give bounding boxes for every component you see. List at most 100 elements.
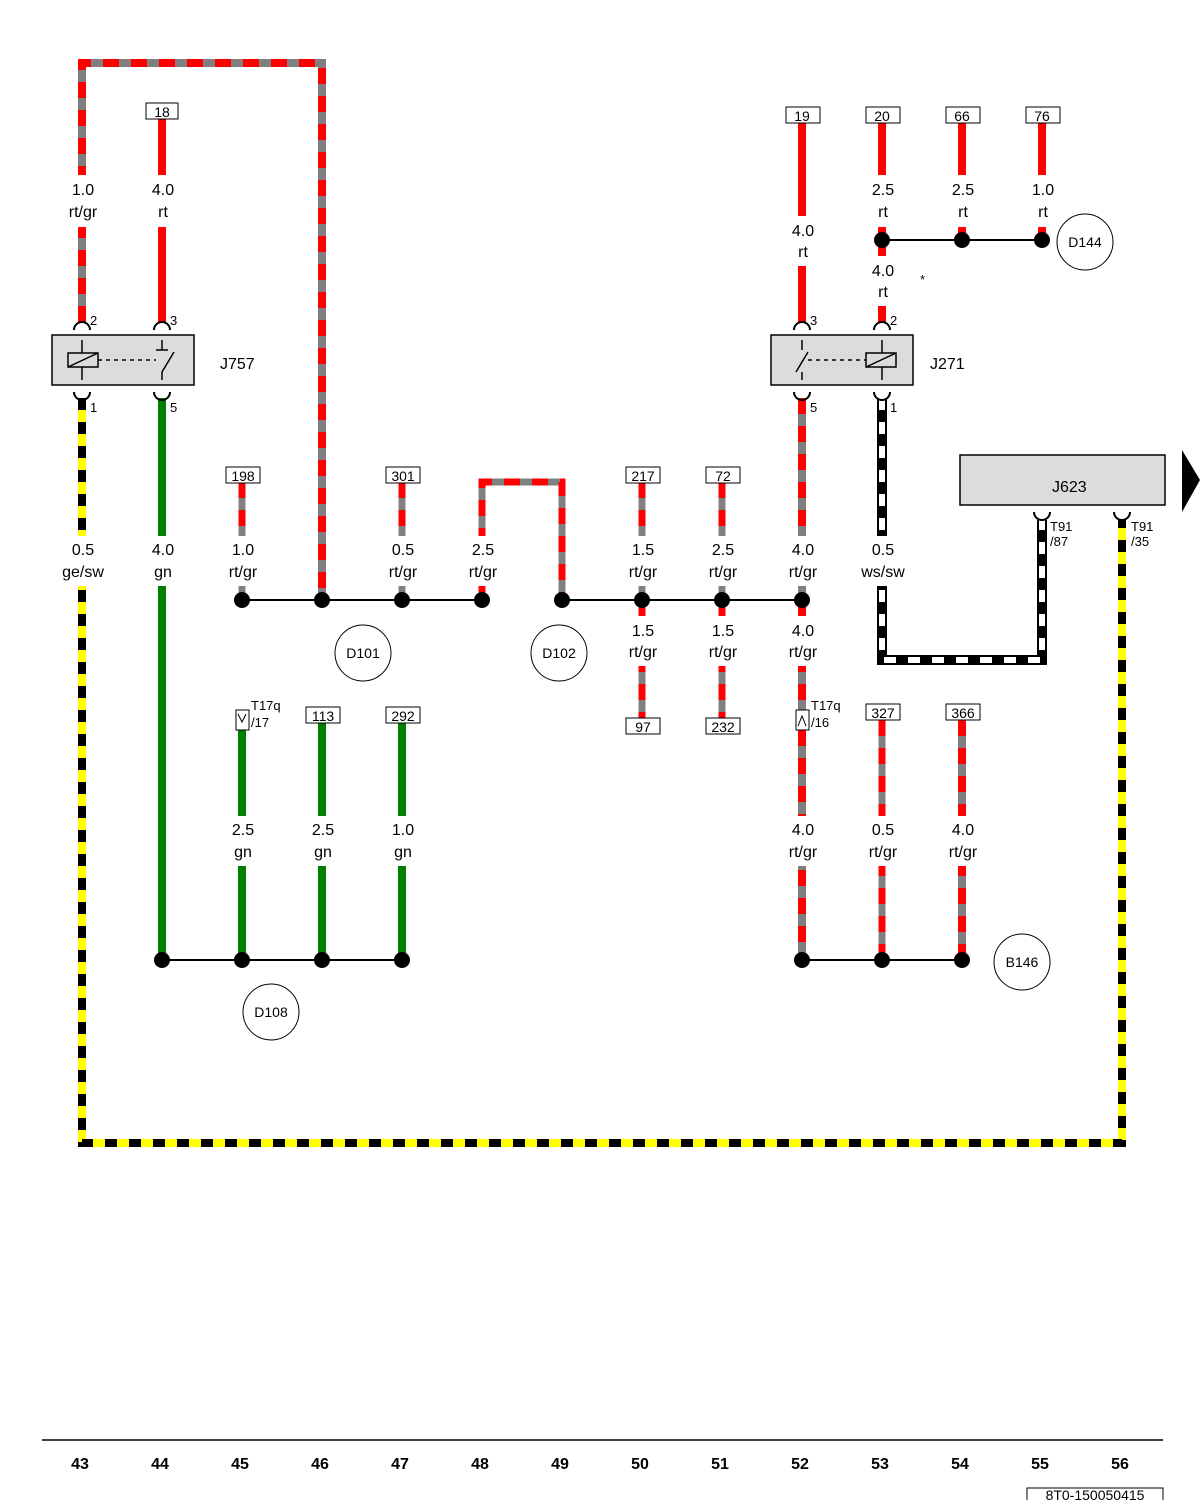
svg-text:rt/gr: rt/gr bbox=[789, 564, 818, 581]
junction-b146: B146 bbox=[993, 933, 1051, 991]
junction-d144: D144 bbox=[1056, 213, 1114, 271]
wire-labels: 1.0 rt/gr 4.0 rt 0.5 ge/sw 4.0 gn 1.0 rt/gr 0… bbox=[62, 182, 1054, 861]
column-number: 46 bbox=[311, 1456, 329, 1473]
svg-text:/17: /17 bbox=[251, 715, 269, 730]
svg-text:/16: /16 bbox=[811, 715, 829, 730]
svg-text:2.5: 2.5 bbox=[232, 822, 254, 839]
j757-label: J757 bbox=[220, 356, 255, 373]
j623-pin-b-l2: /35 bbox=[1131, 534, 1149, 549]
svg-text:1.0: 1.0 bbox=[232, 542, 254, 559]
junction-labels: D101 D102 D108 D144 B146 bbox=[242, 213, 1114, 1041]
svg-text:113: 113 bbox=[312, 708, 335, 724]
note-asterisk: * bbox=[920, 272, 925, 287]
svg-text:1.0: 1.0 bbox=[72, 182, 94, 199]
svg-text:97: 97 bbox=[635, 719, 651, 735]
svg-text:rt/gr: rt/gr bbox=[389, 564, 418, 581]
column-number: 44 bbox=[151, 1456, 169, 1473]
svg-text:66: 66 bbox=[954, 108, 970, 124]
svg-text:rt: rt bbox=[878, 204, 888, 221]
svg-text:rt: rt bbox=[958, 204, 968, 221]
svg-text:4.0: 4.0 bbox=[872, 263, 894, 280]
column-number: 54 bbox=[951, 1456, 969, 1473]
svg-text:2.5: 2.5 bbox=[472, 542, 494, 559]
connector-t17q17: T17q /17 bbox=[235, 698, 281, 731]
svg-text:gn: gn bbox=[314, 844, 332, 861]
svg-text:gn: gn bbox=[234, 844, 252, 861]
svg-text:B146: B146 bbox=[1006, 954, 1039, 970]
ref-97: 97 bbox=[625, 717, 661, 735]
svg-text:rt/gr: rt/gr bbox=[869, 844, 898, 861]
svg-text:292: 292 bbox=[391, 708, 415, 724]
svg-text:D102: D102 bbox=[542, 645, 576, 661]
svg-text:2.5: 2.5 bbox=[952, 182, 974, 199]
ref-20: 20 bbox=[865, 106, 901, 124]
svg-text:198: 198 bbox=[231, 468, 255, 484]
svg-text:3: 3 bbox=[810, 313, 817, 328]
svg-text:rt/gr: rt/gr bbox=[709, 644, 738, 661]
wire-ge-sw-bus bbox=[78, 398, 1126, 1147]
svg-text:0.5: 0.5 bbox=[872, 542, 894, 559]
svg-text:1.0: 1.0 bbox=[392, 822, 414, 839]
svg-text:2: 2 bbox=[890, 313, 897, 328]
svg-text:T91/87: T91/87 bbox=[1050, 519, 1072, 549]
svg-text:4.0: 4.0 bbox=[952, 822, 974, 839]
ecu-j623: J623 T91/87 T91/35 bbox=[959, 450, 1200, 549]
relay-coil-icon bbox=[865, 352, 897, 368]
svg-text:18: 18 bbox=[154, 104, 170, 120]
j623-label: J623 bbox=[1052, 479, 1087, 496]
relay-j271: J271 3 2 5 1 bbox=[770, 313, 965, 415]
svg-text:rt/gr: rt/gr bbox=[629, 564, 658, 581]
ref-19: 19 bbox=[785, 106, 821, 124]
ref-232: 232 bbox=[705, 717, 741, 735]
svg-text:19: 19 bbox=[794, 108, 810, 124]
junction-d102: D102 bbox=[530, 624, 588, 682]
column-number: 50 bbox=[631, 1456, 649, 1473]
junction-d101: D101 bbox=[334, 624, 392, 682]
svg-text:rt/gr: rt/gr bbox=[469, 564, 498, 581]
svg-text:232: 232 bbox=[711, 719, 735, 735]
svg-text:D101: D101 bbox=[346, 645, 380, 661]
svg-text:0.5: 0.5 bbox=[392, 542, 414, 559]
relay-j757: J757 2 3 1 5 bbox=[51, 313, 255, 415]
svg-text:301: 301 bbox=[391, 468, 415, 484]
svg-text:72: 72 bbox=[715, 468, 731, 484]
ref-301: 301 bbox=[385, 466, 421, 484]
j623-pin-a-l2: /87 bbox=[1050, 534, 1068, 549]
svg-text:ge/sw: ge/sw bbox=[62, 564, 104, 581]
ref-327: 327 bbox=[865, 703, 901, 721]
svg-text:gn: gn bbox=[154, 564, 172, 581]
svg-text:D108: D108 bbox=[254, 1004, 288, 1020]
svg-text:T91/35: T91/35 bbox=[1131, 519, 1153, 549]
junction-d108: D108 bbox=[242, 983, 300, 1041]
svg-text:5: 5 bbox=[170, 400, 177, 415]
column-number: 48 bbox=[471, 1456, 489, 1473]
svg-text:gn: gn bbox=[394, 844, 412, 861]
j623-pin-a-l1: T91 bbox=[1050, 519, 1072, 534]
svg-text:2.5: 2.5 bbox=[872, 182, 894, 199]
continuation-arrow-icon bbox=[1182, 450, 1200, 512]
column-number: 43 bbox=[71, 1456, 89, 1473]
wire-j757-pin2-loop bbox=[78, 59, 326, 600]
wire-j271-ws-sw bbox=[877, 398, 1047, 665]
column-number: 52 bbox=[791, 1456, 809, 1473]
column-number: 56 bbox=[1111, 1456, 1129, 1473]
svg-text:rt: rt bbox=[158, 204, 168, 221]
svg-text:0.5: 0.5 bbox=[872, 822, 894, 839]
column-number: 45 bbox=[231, 1456, 249, 1473]
svg-text:3: 3 bbox=[170, 313, 177, 328]
svg-text:rt/gr: rt/gr bbox=[629, 644, 658, 661]
svg-text:T17q: T17q bbox=[811, 698, 841, 713]
ref-366: 366 bbox=[945, 703, 981, 721]
svg-text:rt: rt bbox=[1038, 204, 1048, 221]
svg-text:0.5: 0.5 bbox=[72, 542, 94, 559]
ref-217: 217 bbox=[625, 466, 661, 484]
connector-t17q16: T17q /16 bbox=[795, 698, 841, 731]
ref-292: 292 bbox=[385, 706, 421, 724]
j623-pin-b-l1: T91 bbox=[1131, 519, 1153, 534]
label-masks bbox=[56, 175, 1066, 866]
column-number: 49 bbox=[551, 1456, 569, 1473]
document-code: 8T0-150050415 bbox=[1046, 1487, 1145, 1500]
svg-text:327: 327 bbox=[871, 705, 895, 721]
column-number: 55 bbox=[1031, 1456, 1049, 1473]
